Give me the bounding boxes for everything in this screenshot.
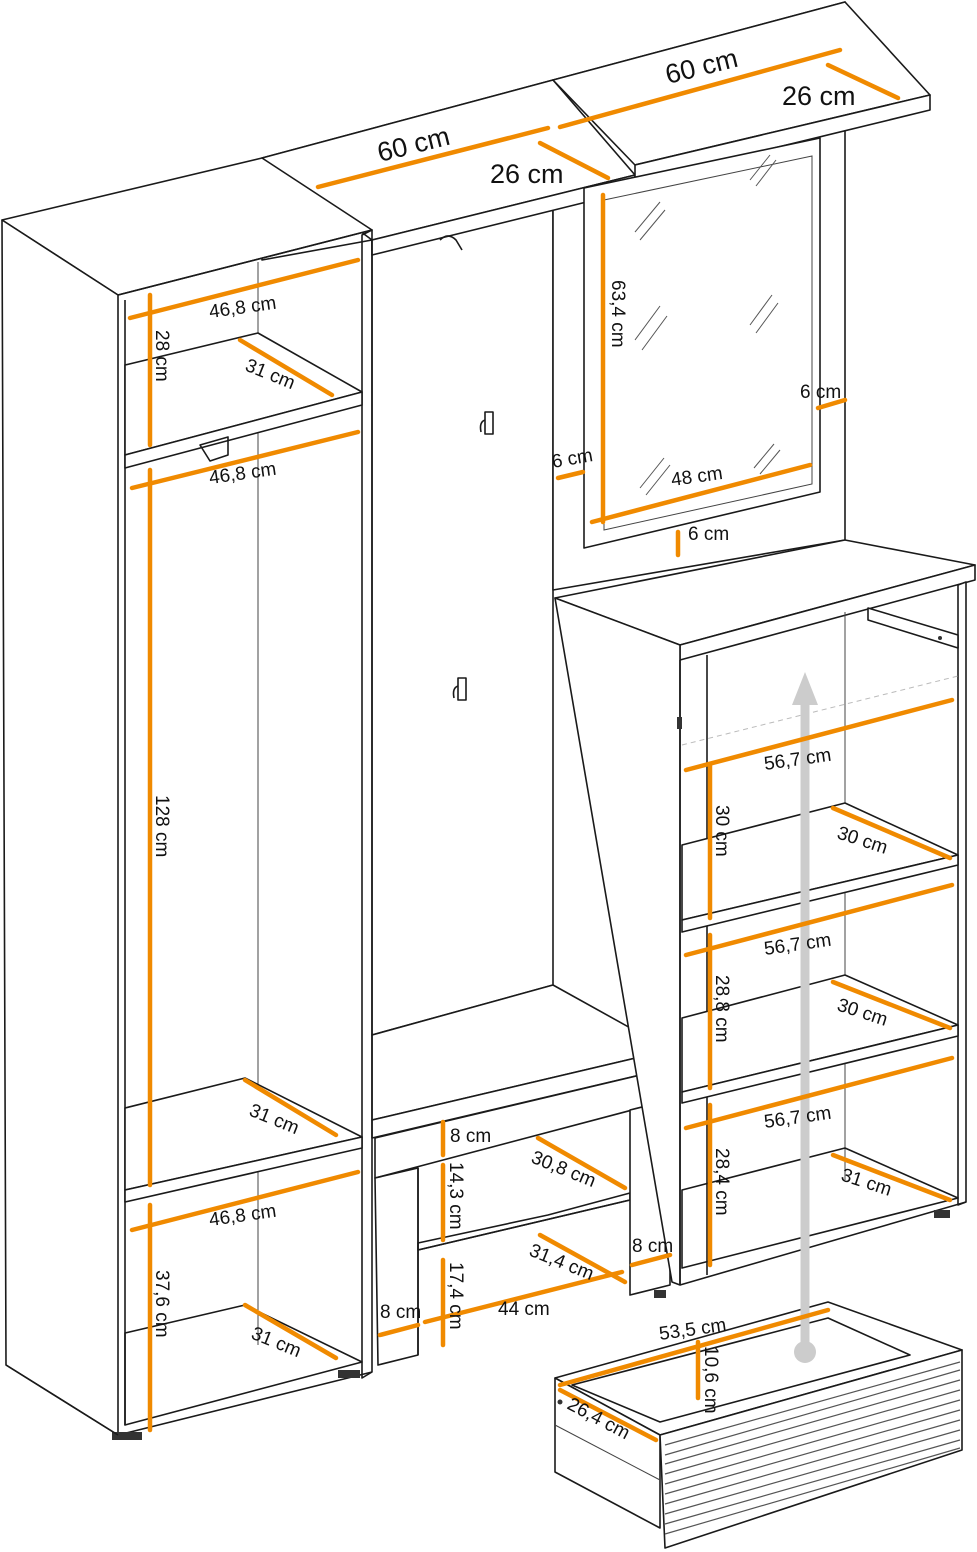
label-right-s1-height: 30 cm	[711, 805, 732, 857]
label-top-left-depth: 26 cm	[490, 159, 564, 189]
label-bench-h1: 14,3 cm	[445, 1162, 466, 1230]
hook-icon	[439, 235, 494, 701]
label-bench-inner-width: 44 cm	[498, 1299, 550, 1320]
label-bench-top: 8 cm	[450, 1126, 491, 1147]
label-mirror-frame-right: 6 cm	[800, 382, 841, 403]
label-bench-leg-right: 8 cm	[632, 1236, 673, 1257]
drawer-insert-arrow	[792, 672, 818, 1363]
label-tall-bot-width: 46,8 cm	[208, 1201, 278, 1231]
label-bench-h2: 17,4 cm	[445, 1262, 466, 1330]
right-cabinet	[554, 539, 976, 1298]
tall-cabinet	[1, 157, 373, 1440]
label-mirror-frame-bottom: 6 cm	[688, 524, 729, 545]
label-tall-top-height: 28 cm	[151, 330, 172, 382]
label-right-s3-height: 28,4 cm	[711, 1148, 732, 1216]
label-drawer-height: 10,6 cm	[700, 1346, 721, 1414]
drawer-front-texture	[664, 1361, 961, 1535]
label-mirror-height: 63,4 cm	[607, 280, 628, 348]
label-tall-mid-width: 46,8 cm	[208, 459, 278, 489]
label-top-right-depth: 26 cm	[782, 81, 856, 111]
drawer	[554, 1301, 963, 1549]
label-tall-bot-height: 37,6 cm	[151, 1270, 172, 1338]
dimension-lines	[127, 47, 955, 1443]
label-right-s2-height: 28,8 cm	[711, 975, 732, 1043]
label-tall-mid-height: 128 cm	[151, 795, 172, 857]
label-bench-leg-left: 8 cm	[380, 1302, 421, 1323]
top-shelf-right	[552, 1, 931, 183]
mirror	[583, 137, 821, 549]
